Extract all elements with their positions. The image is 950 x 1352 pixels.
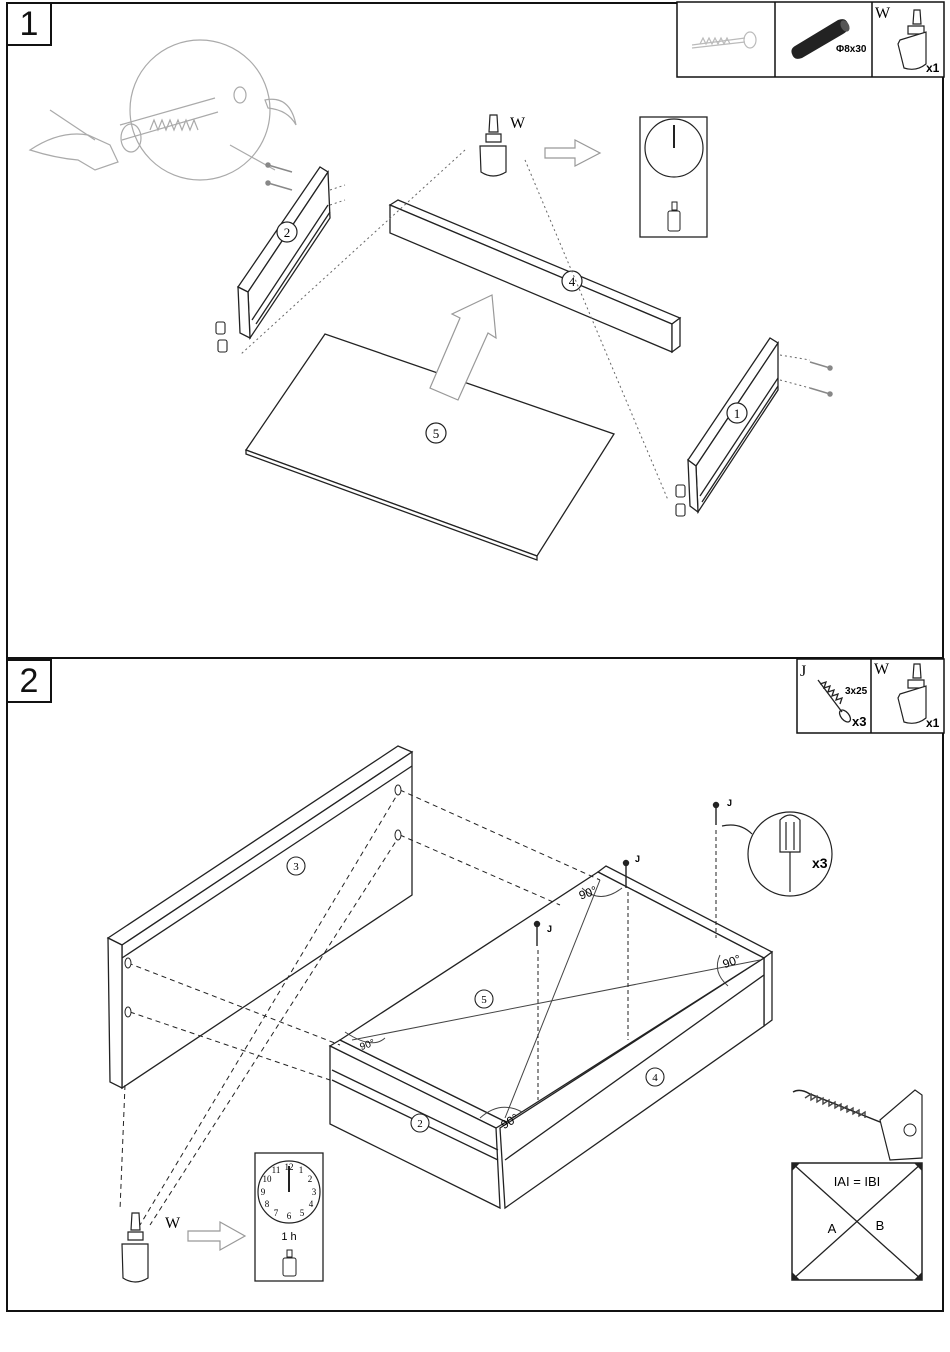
clock-numeral: 7 [274,1208,279,1218]
glue-legend-qty: x1 [926,716,940,730]
panel-label-2: 2 [417,1118,423,1130]
screw-legend-qty: x3 [852,714,866,729]
screw-pair-right [810,362,832,396]
bottom-panel-5 [246,334,614,560]
dowels-right [676,485,685,516]
screwdriver-detail [722,812,832,896]
diagonal-label-a: A [828,1221,837,1236]
side-panel-1 [688,338,778,512]
panel-label-2: 2 [284,225,291,240]
panel-label-3: 3 [293,861,299,873]
clock-numeral: 5 [300,1208,305,1218]
panel-label-4: 4 [652,1072,658,1084]
clock-numeral: 9 [261,1187,266,1197]
dowels-left [216,322,227,352]
step1-parts-legend: Φ8x30 W x1 [677,2,944,77]
drawer-box [330,866,772,1208]
clock-numeral: 1 [299,1165,304,1175]
drying-time-label: 1 h [281,1231,296,1243]
step2-parts-legend: J 3x25 x3 W x1 [797,659,944,733]
clock-numeral: 8 [265,1199,270,1209]
diagonal-equation: IAI = IBI [834,1174,881,1189]
dowel-size-label: Φ8x30 [836,44,867,55]
diagonal-label-b: B [876,1218,885,1233]
panel-label-1: 1 [734,406,741,421]
screw-legend-code: J [800,663,806,680]
insert-arrow-icon [430,295,496,400]
glue-bottle-icon [480,115,506,176]
clock-numeral: 6 [287,1211,292,1221]
glue-code-step1: W [510,115,526,132]
screw-legend-size: 3x25 [845,686,868,697]
clock-numeral: 10 [263,1174,273,1184]
clock-numeral: 3 [312,1187,317,1197]
glue-legend-code: W [874,661,890,678]
side-panel-2 [238,167,330,338]
screw-marker-label: J [635,854,640,864]
glue-legend-qty: x1 [926,61,940,75]
screw-marker-label: J [727,798,732,808]
hammer-detail [30,40,296,180]
glue-bottle-icon [122,1213,148,1282]
screw-marker-label: J [547,924,552,934]
glue-legend-code: W [875,5,891,22]
arrow-icon [545,140,600,166]
clock-numeral: 2 [308,1174,313,1184]
drying-clock-box [640,117,707,237]
panel-label-5: 5 [433,426,440,441]
clock-numeral: 4 [309,1199,314,1209]
back-panel-4 [390,200,680,352]
glue-code-step2: W [165,1215,181,1232]
arrow-icon [188,1222,245,1250]
panel-label-5: 5 [481,994,487,1006]
clock-numeral: 11 [272,1165,281,1175]
clock-numeral: 12 [285,1162,294,1172]
panel-label-4: 4 [569,274,576,289]
screwdriver-qty: x3 [812,855,828,871]
